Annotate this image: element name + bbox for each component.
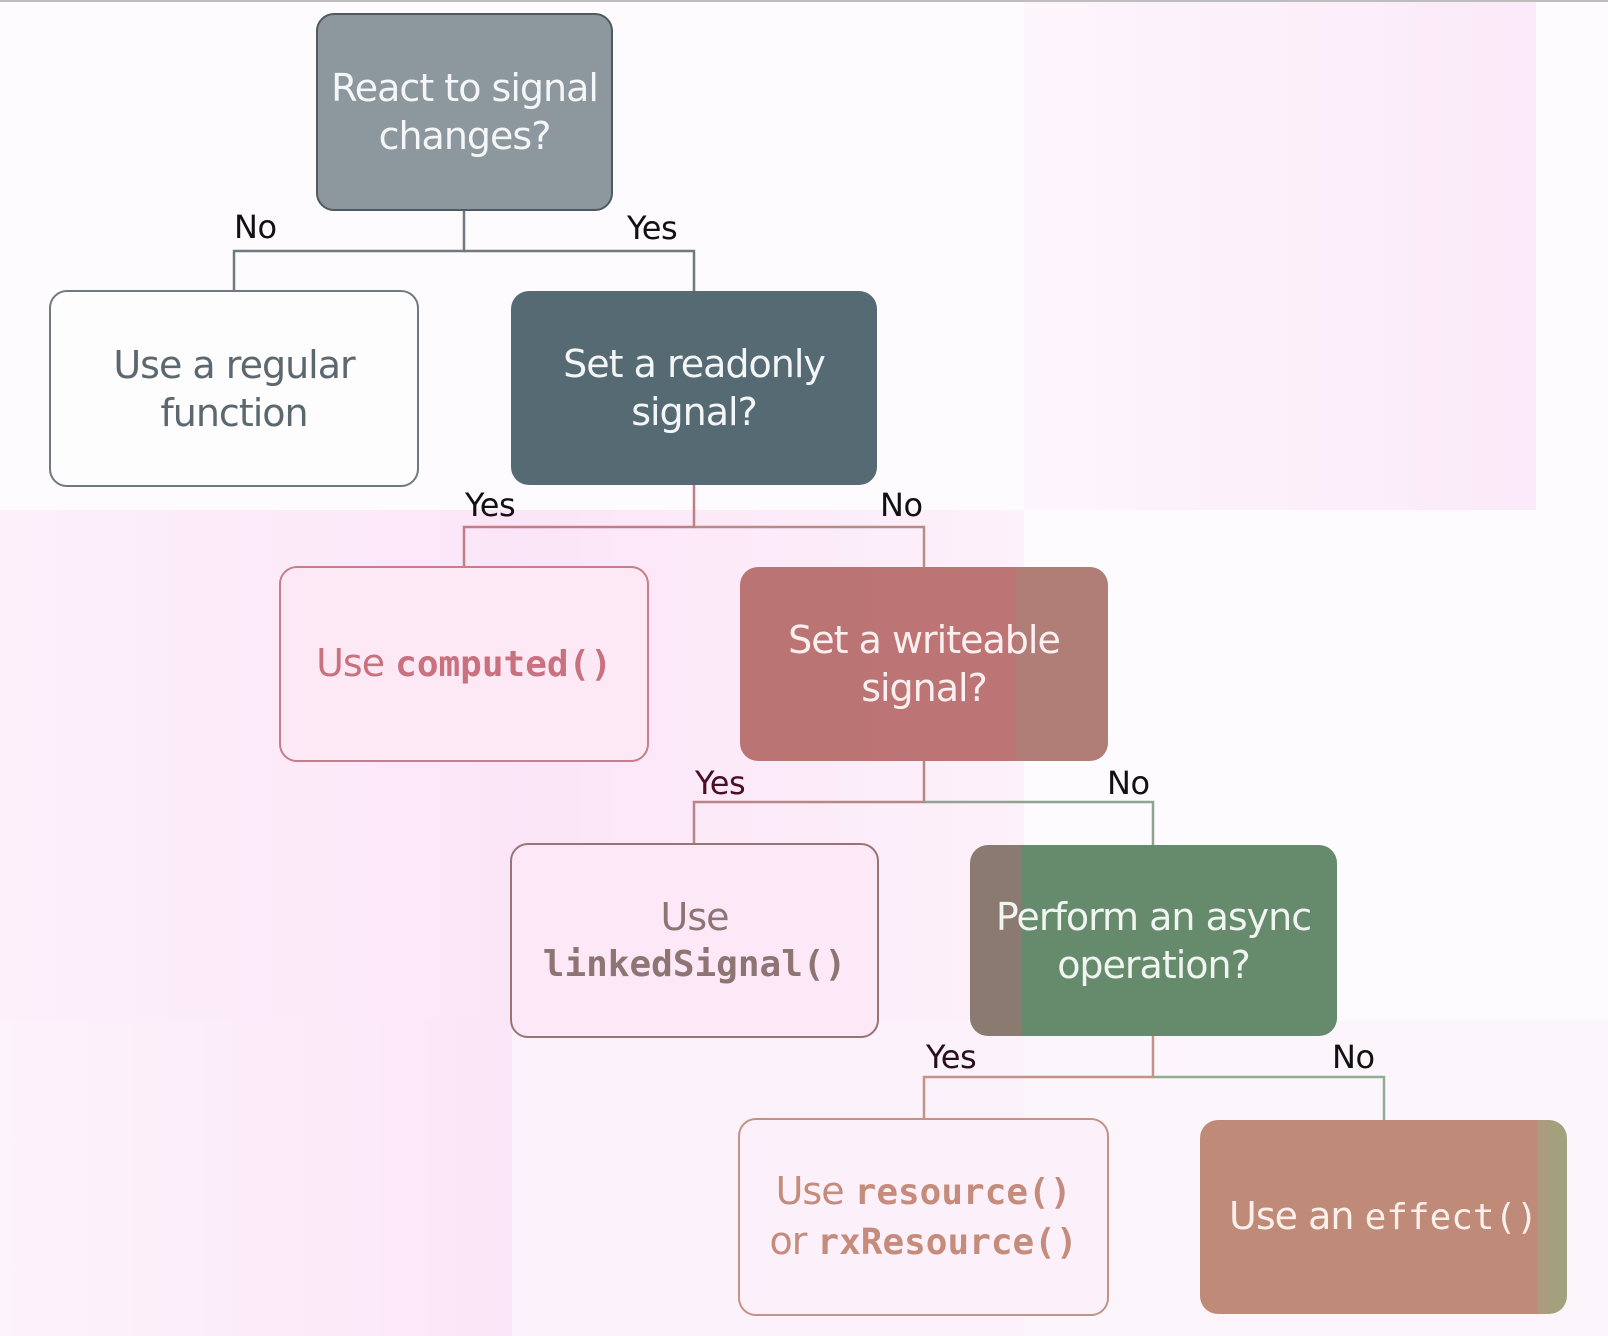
top-border [0,0,1608,2]
code-text: resource() [854,1172,1072,1213]
node-text: operation? [1057,942,1251,987]
node-text: Use [316,641,396,685]
edge-async-resource [922,1036,1155,1118]
node-text: Use [660,894,730,939]
node-text: Set a writeable [788,618,1061,662]
node-use-linked-signal: Use linkedSignal() [510,843,879,1038]
code-text: rxResource() [817,1222,1078,1263]
node-text: function [160,390,308,435]
edge-root-readonly [464,249,696,291]
branch-label-no: No [880,486,923,524]
edge-root-regular [232,211,466,290]
edge-writeable-async [924,800,1155,845]
branch-label-no: No [234,208,277,246]
edge-writeable-linked [692,761,926,843]
branch-label-no: No [1107,764,1150,802]
code-text: effect() [1364,1197,1538,1238]
node-set-readonly-signal: Set a readonly signal? [511,291,877,485]
node-text: changes? [378,114,552,158]
node-text: signal? [861,666,988,710]
edge-readonly-writeable [694,525,926,567]
node-text: signal? [631,390,758,434]
node-perform-async-operation: Perform an async operation? [970,845,1337,1036]
node-use-computed: Use computed() [279,566,649,762]
node-text: Perform an async [995,894,1312,939]
node-text: Use [775,1169,855,1213]
edge-readonly-computed [462,485,696,566]
branch-label-no: No [1332,1038,1375,1076]
code-text: computed() [395,644,612,685]
node-use-regular-function: Use a regular function [49,290,419,487]
node-text: Use an [1229,1194,1365,1238]
code-text: linkedSignal() [542,943,847,985]
branch-label-yes: Yes [627,209,678,247]
node-text: Set a readonly [563,342,826,386]
node-text: or [769,1219,818,1263]
branch-label-yes: Yes [695,764,746,802]
edge-async-effect [1153,1075,1386,1120]
node-text: React to signal [331,66,599,110]
node-set-writeable-signal: Set a writeable signal? [740,567,1108,761]
node-use-resource: Use resource() or rxResource() [738,1118,1109,1316]
node-react-to-signal-changes: React to signal changes? [316,13,613,211]
node-text: Use a regular [113,342,355,387]
branch-label-yes: Yes [926,1038,977,1076]
node-use-effect: Use an effect() [1200,1120,1567,1314]
branch-label-yes: Yes [465,486,516,524]
